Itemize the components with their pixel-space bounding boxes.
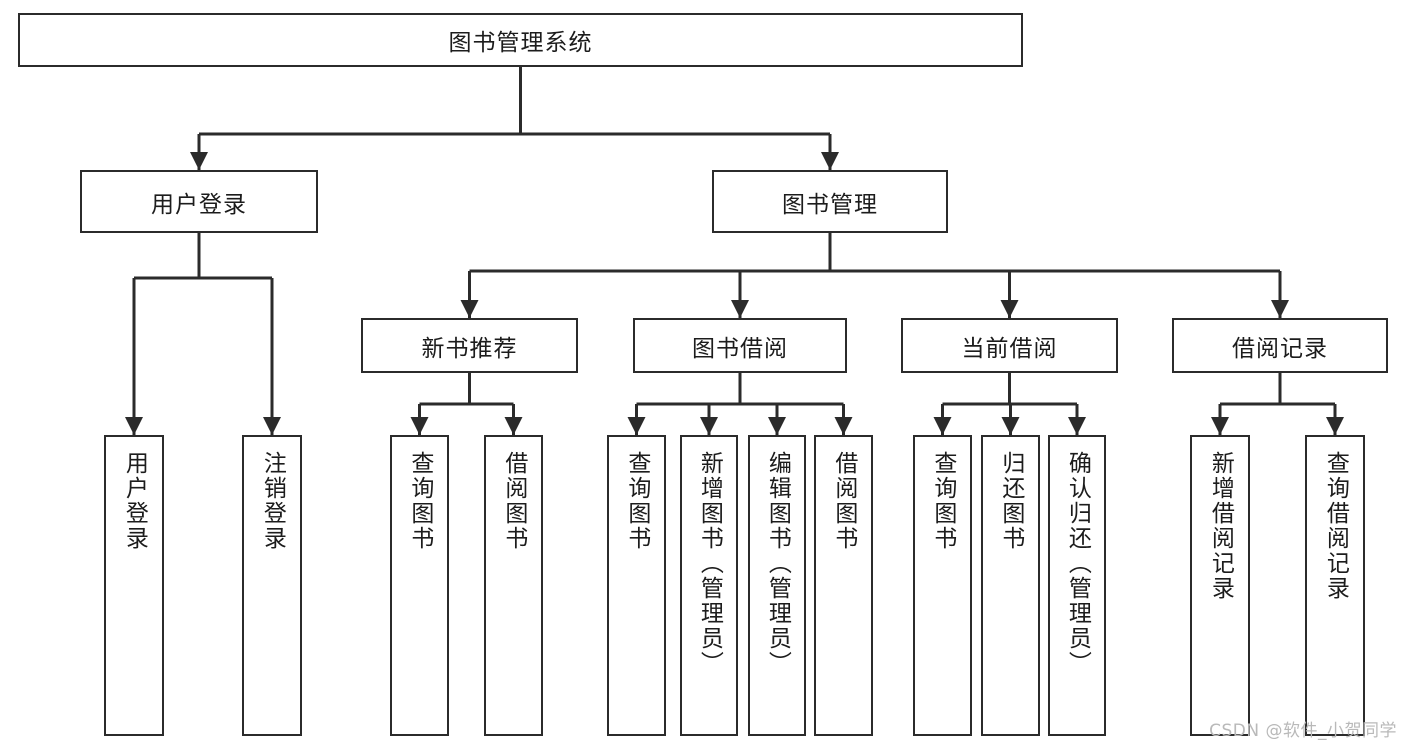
- node-user-login-do: 用户登录: [104, 435, 164, 736]
- node-borrow-record: 借阅记录: [1172, 318, 1388, 373]
- node-label: 查询借阅记录: [1322, 451, 1349, 601]
- node-cb-return-book: 归还图书: [981, 435, 1040, 736]
- node-label: 图书借阅: [692, 335, 788, 362]
- node-label: 确认归还（管理员）: [1064, 451, 1091, 676]
- node-bb-borrow-book: 借阅图书: [814, 435, 873, 736]
- watermark: CSDN @软件_小贺同学: [1209, 721, 1397, 741]
- node-nb-query-book: 查询图书: [390, 435, 449, 736]
- node-label: 查询图书: [623, 451, 650, 551]
- node-bb-edit-book: 编辑图书（管理员）: [748, 435, 806, 736]
- node-br-add-record: 新增借阅记录: [1190, 435, 1250, 736]
- node-root: 图书管理系统: [18, 13, 1023, 67]
- node-label: 新书推荐: [421, 335, 518, 362]
- node-cb-confirm-return: 确认归还（管理员）: [1048, 435, 1106, 736]
- node-label: 归还图书: [997, 451, 1024, 551]
- node-label: 当前借阅: [961, 335, 1058, 362]
- node-label: 查询图书: [406, 451, 433, 551]
- node-current-borrow: 当前借阅: [901, 318, 1118, 373]
- node-label: 借阅图书: [830, 451, 857, 551]
- node-label: 新增借阅记录: [1207, 451, 1234, 601]
- node-label: 借阅图书: [500, 451, 527, 551]
- node-nb-borrow-book: 借阅图书: [484, 435, 543, 736]
- node-bb-query-book: 查询图书: [607, 435, 666, 736]
- node-label: 新增图书（管理员）: [696, 451, 723, 676]
- node-label: 用户登录: [121, 451, 148, 551]
- node-book-manage: 图书管理: [712, 170, 948, 233]
- node-bb-add-book: 新增图书（管理员）: [680, 435, 738, 736]
- node-user-login: 用户登录: [80, 170, 318, 233]
- node-label: 用户登录: [151, 191, 247, 218]
- node-book-borrow: 图书借阅: [633, 318, 847, 373]
- node-br-query-record: 查询借阅记录: [1305, 435, 1365, 736]
- node-new-book-recommend: 新书推荐: [361, 318, 578, 373]
- node-label: 图书管理系统: [448, 30, 593, 56]
- node-label: 借阅记录: [1232, 335, 1328, 362]
- node-cb-query-book: 查询图书: [913, 435, 972, 736]
- node-user-logout: 注销登录: [242, 435, 302, 736]
- node-label: 查询图书: [929, 451, 956, 551]
- node-label: 注销登录: [259, 451, 286, 551]
- node-label: 编辑图书（管理员）: [764, 451, 791, 676]
- node-label: 图书管理: [782, 191, 878, 218]
